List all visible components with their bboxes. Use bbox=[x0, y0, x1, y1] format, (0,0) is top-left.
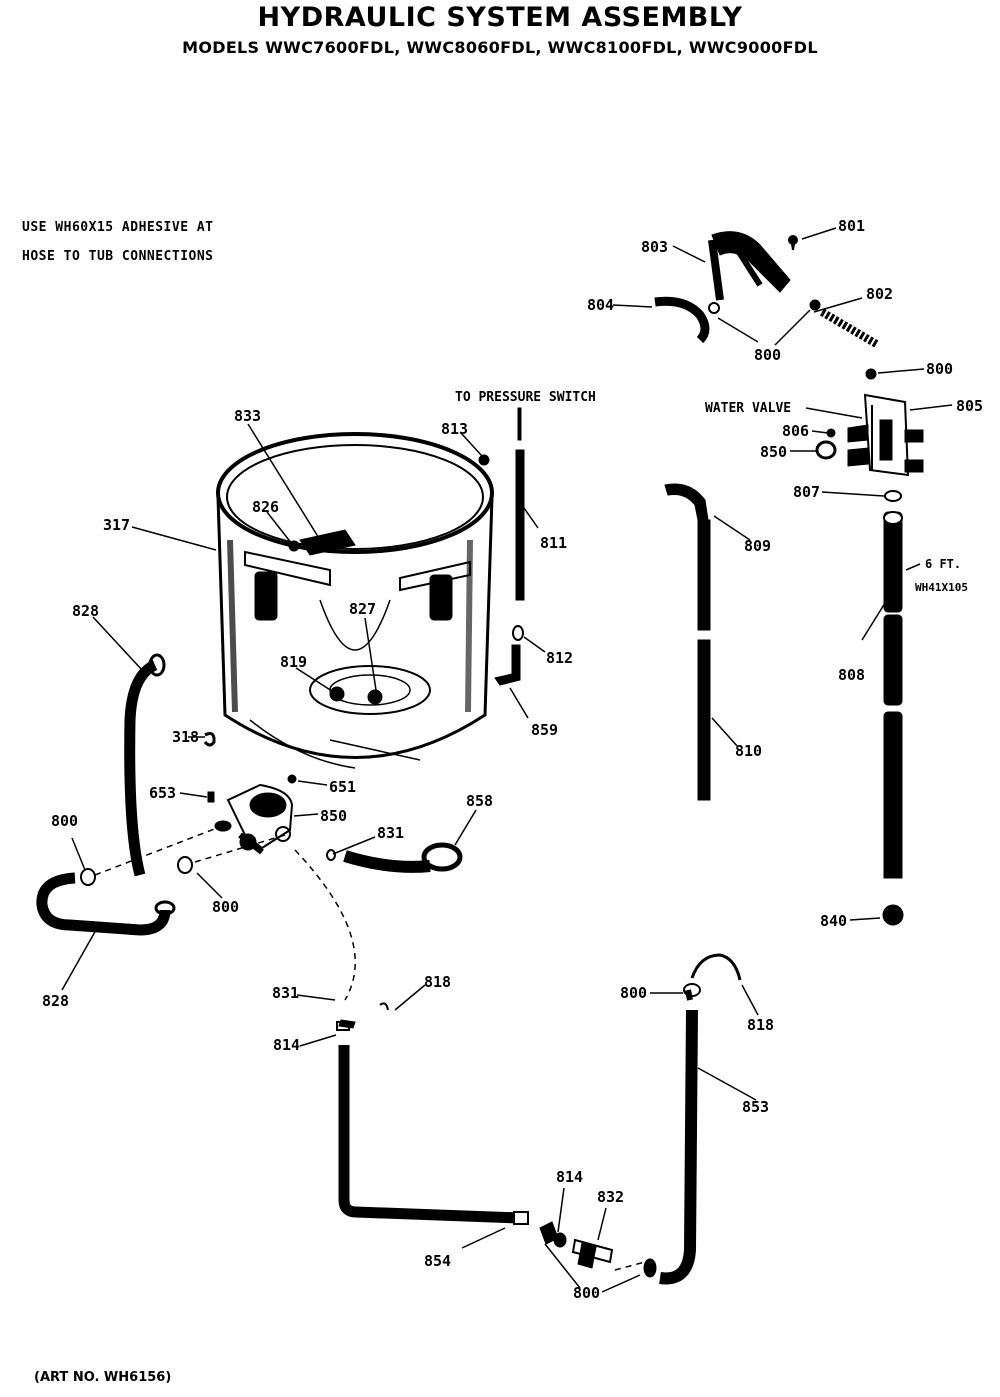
drain-hose-854 bbox=[336, 1002, 529, 1225]
diagram-title: HYDRAULIC SYSTEM ASSEMBLY bbox=[257, 2, 743, 33]
callout-810: 810 bbox=[735, 742, 762, 760]
pump-assembly bbox=[207, 774, 297, 855]
callout-818: 818 bbox=[747, 1016, 774, 1034]
tube-804 bbox=[654, 296, 710, 344]
callout-808: 808 bbox=[838, 666, 865, 684]
callout-854: 854 bbox=[424, 1252, 451, 1270]
callout-859: 859 bbox=[531, 721, 558, 739]
screw-802 bbox=[809, 299, 881, 349]
callout-800: 800 bbox=[754, 346, 781, 364]
callout-803: 803 bbox=[641, 238, 668, 256]
callout-813: 813 bbox=[441, 420, 468, 438]
callout-814: 814 bbox=[556, 1168, 583, 1186]
callout-831: 831 bbox=[272, 984, 299, 1002]
outer-tub bbox=[216, 432, 494, 769]
water-valve-label: WATER VALVE bbox=[705, 401, 791, 416]
callout-805: 805 bbox=[956, 397, 983, 415]
six-ft-part-label: WH41X105 bbox=[915, 581, 968, 594]
part-callouts: 801 803 802 804 800 800 805 806 850 807 … bbox=[42, 217, 983, 1302]
callout-814: 814 bbox=[273, 1036, 300, 1054]
callout-651: 651 bbox=[329, 778, 356, 796]
callout-318: 318 bbox=[172, 728, 199, 746]
callout-653: 653 bbox=[149, 784, 176, 802]
hose-808-810 bbox=[664, 483, 711, 801]
pressure-tube-811 bbox=[478, 407, 525, 686]
callout-806: 806 bbox=[782, 422, 809, 440]
callout-828: 828 bbox=[42, 992, 69, 1010]
callout-831: 831 bbox=[377, 824, 404, 842]
coupling-832 bbox=[539, 1221, 614, 1269]
adhesive-note-line-1: USE WH60X15 ADHESIVE AT bbox=[22, 220, 214, 235]
callout-850: 850 bbox=[760, 443, 787, 461]
callout-832: 832 bbox=[597, 1188, 624, 1206]
diagram-subtitle: MODELS WWC7600FDL, WWC8060FDL, WWC8100FD… bbox=[182, 38, 818, 57]
adhesive-note-line-2: HOSE TO TUB CONNECTIONS bbox=[22, 249, 214, 264]
callout-827: 827 bbox=[349, 600, 376, 618]
callout-802: 802 bbox=[866, 285, 893, 303]
hose-831-858 bbox=[326, 842, 463, 873]
hose-828-lower bbox=[36, 872, 176, 936]
dashed-connection-lines bbox=[94, 822, 646, 1271]
callout-853: 853 bbox=[742, 1098, 769, 1116]
clamp-318 bbox=[203, 732, 216, 747]
callout-811: 811 bbox=[540, 534, 567, 552]
callout-819: 819 bbox=[280, 653, 307, 671]
clamp-rings-800 bbox=[80, 856, 193, 886]
callout-800: 800 bbox=[926, 360, 953, 378]
callout-800: 800 bbox=[51, 812, 78, 830]
screw-801 bbox=[788, 235, 798, 250]
callout-800: 800 bbox=[573, 1284, 600, 1302]
leader-lines bbox=[61, 227, 953, 1293]
art-number: (ART NO. WH6156) bbox=[34, 1370, 172, 1385]
callout-317: 317 bbox=[103, 516, 130, 534]
callout-800: 800 bbox=[620, 984, 647, 1002]
six-ft-label: 6 FT. bbox=[925, 557, 961, 571]
callout-809: 809 bbox=[744, 537, 771, 555]
callout-833: 833 bbox=[234, 407, 261, 425]
pressure-switch-label: TO PRESSURE SWITCH bbox=[455, 390, 596, 405]
callout-840: 840 bbox=[820, 912, 847, 930]
callout-804: 804 bbox=[587, 296, 614, 314]
callout-807: 807 bbox=[793, 483, 820, 501]
callout-800: 800 bbox=[212, 898, 239, 916]
callout-828: 828 bbox=[72, 602, 99, 620]
inlet-hose-assembly bbox=[708, 231, 791, 314]
hose-828-upper bbox=[124, 653, 166, 877]
fill-hose-806 bbox=[882, 511, 904, 926]
callout-812: 812 bbox=[546, 649, 573, 667]
callout-858: 858 bbox=[466, 792, 493, 810]
callout-818: 818 bbox=[424, 973, 451, 991]
hose-853 bbox=[643, 953, 742, 1285]
callout-801: 801 bbox=[838, 217, 865, 235]
callout-826: 826 bbox=[252, 498, 279, 516]
water-valve bbox=[815, 368, 924, 502]
callout-850: 850 bbox=[320, 807, 347, 825]
